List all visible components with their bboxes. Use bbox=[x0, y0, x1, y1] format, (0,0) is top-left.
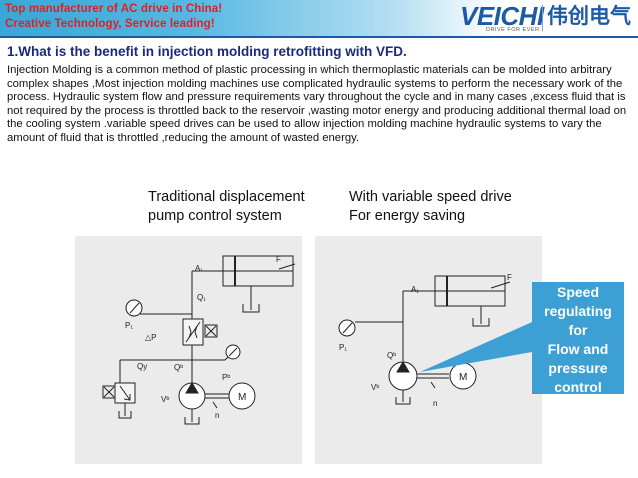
right-label-f: F bbox=[507, 273, 512, 282]
left-label-vb: Vᵇ bbox=[161, 395, 169, 404]
left-hydraulic-schematic: F A₁ Q₁ △P P₁ Qy bbox=[102, 255, 296, 425]
left-force-arrow bbox=[278, 263, 296, 270]
left-label-q1: Q₁ bbox=[197, 293, 206, 302]
right-label-vb: Vᵇ bbox=[371, 383, 379, 392]
callout-line-2: regulating bbox=[544, 303, 612, 319]
left-caption-line-2: pump control system bbox=[148, 208, 282, 224]
left-label-n: n bbox=[215, 411, 219, 420]
logo-chinese-name: 伟创电气 bbox=[547, 5, 631, 28]
left-label-pb: Pᵇ bbox=[222, 373, 230, 382]
left-label-p1: P₁ bbox=[125, 321, 133, 330]
right-label-qb: Qᵇ bbox=[387, 351, 396, 360]
left-label-qb: Qᵇ bbox=[174, 363, 183, 372]
logo-tagline: DRIVE FOR EVER bbox=[486, 27, 540, 33]
header-banner: Top manufacturer of AC drive in China! C… bbox=[0, 0, 638, 36]
right-caption-line-1: With variable speed drive bbox=[349, 189, 512, 205]
header-slogan-2: Creative Technology, Service leading! bbox=[5, 18, 215, 30]
right-hydraulic-schematic: F A₁ P₁ Qᵇ Vᵇ M n bbox=[338, 273, 512, 408]
right-label-n: n bbox=[433, 399, 437, 408]
right-hydraulic-diagram: F A₁ P₁ Qᵇ Vᵇ M n bbox=[315, 236, 542, 464]
logo-divider bbox=[542, 5, 543, 31]
right-caption-line-2: For energy saving bbox=[349, 208, 466, 224]
right-diagram-caption: With variable speed drive For energy sav… bbox=[349, 188, 512, 226]
right-label-a1: A₁ bbox=[411, 285, 419, 294]
right-label-m: M bbox=[459, 372, 467, 383]
right-label-p1: P₁ bbox=[339, 343, 347, 352]
left-label-m: M bbox=[238, 392, 246, 403]
veichi-logo: VEICHI DRIVE FOR EVER 伟创电气 bbox=[460, 3, 636, 34]
header-rule bbox=[0, 36, 638, 38]
callout-line-3: for bbox=[568, 322, 588, 338]
left-caption-line-1: Traditional displacement bbox=[148, 189, 305, 205]
speed-regulating-callout: Speed regulating for Flow and pressure c… bbox=[532, 282, 624, 395]
left-motor bbox=[228, 382, 256, 410]
header-slogan-1: Top manufacturer of AC drive in China! bbox=[5, 3, 223, 15]
left-label-qy: Qy bbox=[137, 362, 147, 371]
left-diagram-caption: Traditional displacement pump control sy… bbox=[148, 188, 305, 226]
slide-title: 1.What is the benefit in injection moldi… bbox=[7, 44, 407, 59]
left-label-f: F bbox=[276, 255, 281, 264]
right-force-arrow bbox=[490, 281, 511, 289]
callout-line-1: Speed bbox=[556, 284, 599, 300]
callout-line-5: pressure bbox=[548, 360, 608, 376]
logo-brand-text: VEICHI bbox=[460, 1, 544, 31]
left-label-dp: △P bbox=[145, 333, 157, 342]
callout-line-4: Flow and bbox=[547, 341, 609, 357]
slide-paragraph: Injection Molding is a common method of … bbox=[7, 64, 627, 144]
left-label-a1: A₁ bbox=[195, 264, 203, 273]
callout-line-6: control bbox=[554, 379, 602, 395]
left-hydraulic-diagram: F A₁ Q₁ △P P₁ Qy bbox=[75, 236, 302, 464]
